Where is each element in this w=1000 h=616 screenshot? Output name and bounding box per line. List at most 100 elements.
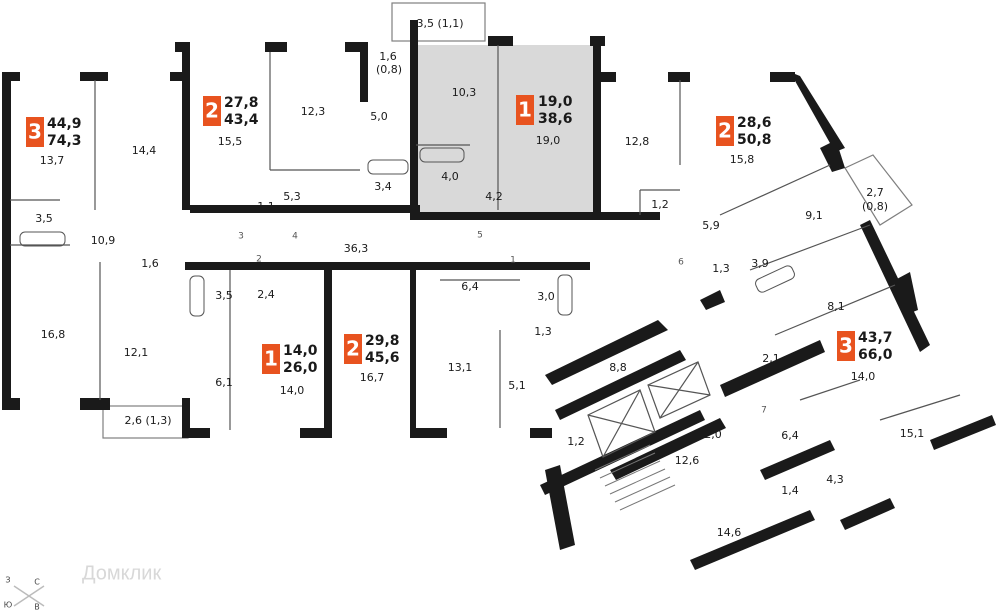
room-area: 16,7 (360, 371, 385, 384)
balcony-right (844, 154, 913, 226)
room-area: 3,0 (537, 290, 555, 303)
room-area: (0,8) (376, 63, 402, 76)
living-area: 27,8 (224, 95, 259, 111)
room-area: 19,0 (536, 134, 561, 147)
room-area: 5,1 (508, 379, 526, 392)
rooms-count: 3 (839, 334, 853, 358)
door-numbers: 3 4 5 2 1 6 7 (238, 231, 767, 416)
total-area: 38,6 (538, 111, 573, 127)
rooms-count: 2 (718, 119, 732, 143)
watermark: Домклик (82, 562, 161, 584)
room-area: 15,1 (900, 427, 925, 440)
elevator-shafts (587, 361, 711, 458)
bathroom-fixtures (19, 147, 795, 317)
living-area: 19,0 (538, 94, 573, 110)
rooms-count: 2 (205, 99, 219, 123)
door-number: 7 (761, 406, 767, 416)
total-area: 74,3 (47, 133, 82, 149)
room-area: 13,7 (40, 154, 65, 167)
room-area: 12,1 (124, 346, 149, 359)
room-area: (0,8) (862, 200, 888, 213)
apartment-badge: 2 28,6 50,8 (716, 115, 772, 148)
room-area: 2,6 (1,3) (124, 414, 171, 427)
compass-east: В (34, 603, 40, 612)
total-area: 66,0 (858, 347, 893, 363)
room-area: 1,4 (781, 484, 799, 497)
compass-west: З (5, 576, 10, 585)
room-area: 10,9 (91, 234, 116, 247)
highlighted-apartment (416, 45, 593, 212)
room-area: 3,5 (35, 212, 53, 225)
room-area: 1,6 (141, 257, 159, 270)
room-area: 3,4 (374, 180, 392, 193)
room-area: 3,5 (1,1) (416, 17, 463, 30)
room-area: 1,3 (712, 262, 730, 275)
compass-north: С (34, 578, 40, 587)
rooms-count: 2 (346, 337, 360, 361)
room-area: 14,4 (132, 144, 157, 157)
room-area: 15,5 (218, 135, 243, 148)
apartment-badge: 2 29,8 45,6 (344, 333, 400, 366)
total-area: 45,6 (365, 350, 400, 366)
apartment-badge: 1 14,0 26,0 (262, 343, 318, 376)
room-area: 4,3 (826, 473, 844, 486)
compass: З С Ю В (4, 576, 45, 612)
rooms-count: 3 (28, 120, 42, 144)
living-area: 14,0 (283, 343, 318, 359)
room-area: 3,9 (751, 257, 769, 270)
room-area: 8,8 (609, 361, 627, 374)
living-area: 44,9 (47, 116, 82, 132)
compass-south: Ю (4, 601, 13, 610)
total-area: 43,4 (224, 112, 259, 128)
rooms-count: 1 (264, 347, 278, 371)
room-labels: 13,7 14,4 3,5 10,9 1,6 16,8 12,1 2,6 (1,… (35, 17, 924, 539)
room-area: 10,3 (452, 86, 477, 99)
rooms-count: 1 (518, 98, 532, 122)
apartment-badge: 3 43,7 66,0 (837, 330, 893, 363)
room-area: 3,5 (215, 289, 233, 302)
room-area: 1,2 (567, 435, 585, 448)
room-area: 1,6 (379, 50, 397, 63)
apartment-badges: 3 44,9 74,3 2 27,8 43,4 1 19,0 38,6 2 28… (26, 94, 893, 376)
apartment-badge: 3 44,9 74,3 (26, 116, 82, 149)
room-area: 16,8 (41, 328, 66, 341)
total-area: 50,8 (737, 132, 772, 148)
room-area: 1,2 (651, 198, 669, 211)
room-area: 14,0 (280, 384, 305, 397)
living-area: 28,6 (737, 115, 772, 131)
room-area: 9,1 (805, 209, 823, 222)
room-area: 14,6 (717, 526, 742, 539)
room-area: 4,2 (485, 190, 503, 203)
apartment-badge: 2 27,8 43,4 (203, 95, 259, 128)
interior-lines (10, 45, 961, 430)
room-area: 2,4 (257, 288, 275, 301)
watermark-text: Домклик (82, 562, 161, 584)
room-area: 12,3 (301, 105, 326, 118)
apartment-badge: 1 19,0 38,6 (516, 94, 573, 127)
room-area: 2,1 (762, 352, 780, 365)
room-area: 1,1 (257, 200, 275, 213)
room-area: 6,1 (215, 376, 233, 389)
room-area: 14,0 (851, 370, 876, 383)
door-number: 5 (477, 231, 483, 241)
door-number: 1 (510, 256, 516, 266)
living-area: 43,7 (858, 330, 893, 346)
living-area: 29,8 (365, 333, 400, 349)
room-area: 36,3 (344, 242, 369, 255)
room-area: 6,4 (461, 280, 479, 293)
room-area: 8,1 (827, 300, 845, 313)
walls (2, 20, 996, 570)
door-number: 6 (678, 258, 684, 268)
door-number: 2 (256, 255, 262, 265)
room-area: 15,8 (730, 153, 755, 166)
room-area: 1,3 (534, 325, 552, 338)
room-area: 2,0 (704, 428, 722, 441)
room-area: 4,0 (441, 170, 459, 183)
room-area: 5,9 (702, 219, 720, 232)
room-area: 5,0 (370, 110, 388, 123)
door-number: 3 (238, 232, 244, 242)
room-area: 6,4 (781, 429, 799, 442)
room-area: 2,7 (866, 186, 884, 199)
room-area: 12,6 (675, 454, 700, 467)
